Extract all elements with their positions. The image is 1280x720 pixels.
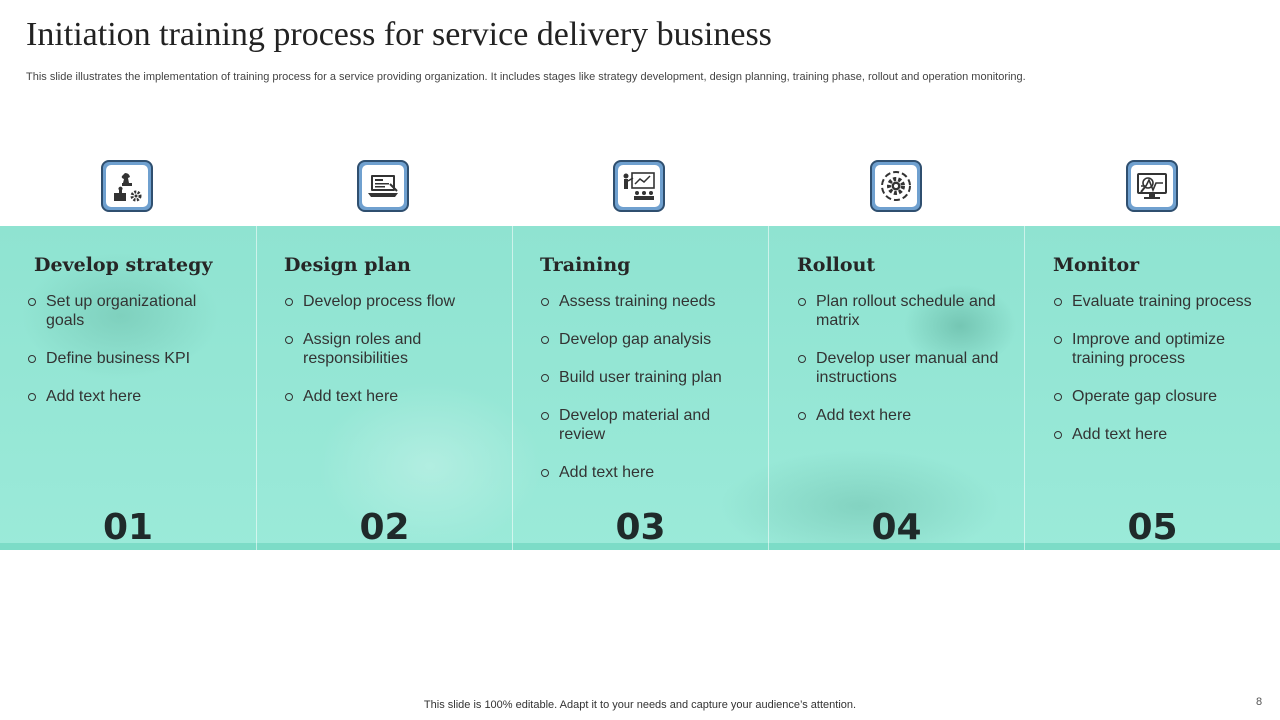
bullet-icon — [1054, 298, 1062, 306]
stage-column-4: Rollout Plan rollout schedule and matrix… — [768, 226, 1024, 550]
stage-number: 02 — [359, 507, 410, 548]
slide-subtitle: This slide illustrates the implementatio… — [26, 71, 1026, 83]
list-item: Build user training plan — [541, 368, 748, 387]
bullet-icon — [541, 412, 549, 420]
bullet-icon — [1054, 431, 1062, 439]
stage-list: Assess training needs Develop gap analys… — [541, 292, 748, 501]
list-item: Add text here — [28, 387, 236, 406]
stage-heading: Training — [540, 254, 631, 276]
band-bottom-strip — [0, 543, 1280, 550]
list-item: Add text here — [798, 406, 1004, 425]
bullet-icon — [285, 336, 293, 344]
stage-number: 01 — [102, 507, 154, 548]
stage-number: 03 — [615, 507, 666, 548]
page-number: 8 — [1256, 696, 1263, 708]
stage-list: Evaluate training process Improve and op… — [1054, 292, 1260, 463]
stage-list: Plan rollout schedule and matrix Develop… — [798, 292, 1004, 444]
list-item: Operate gap closure — [1054, 387, 1260, 406]
stage-list: Develop process flow Assign roles and re… — [285, 292, 492, 425]
bullet-icon — [1054, 336, 1062, 344]
stage-heading: Develop strategy — [34, 254, 213, 276]
bullet-icon — [285, 298, 293, 306]
gear-cycle-icon — [870, 160, 922, 212]
list-item: Improve and optimize training process — [1054, 330, 1260, 368]
bullet-icon — [798, 298, 806, 306]
monitor-analytics-icon — [1126, 160, 1178, 212]
list-item: Add text here — [285, 387, 492, 406]
stage-heading: Design plan — [284, 254, 411, 276]
bullet-icon — [541, 469, 549, 477]
stage-number: 04 — [871, 507, 922, 548]
stage-column-1: Develop strategy Set up organizational g… — [0, 226, 256, 550]
bullet-icon — [798, 412, 806, 420]
slide-title: Initiation training process for service … — [26, 16, 772, 53]
footer-note: This slide is 100% editable. Adapt it to… — [423, 699, 857, 711]
stage-number: 05 — [1127, 507, 1178, 548]
stages-band — [0, 226, 1280, 550]
bullet-icon — [285, 393, 293, 401]
bullet-icon — [541, 336, 549, 344]
stage-heading: Monitor — [1053, 254, 1140, 276]
list-item: Develop gap analysis — [541, 330, 748, 349]
presentation-training-icon — [613, 160, 665, 212]
strategy-chess-icon — [101, 160, 153, 212]
list-item: Assess training needs — [541, 292, 748, 311]
stage-heading: Rollout — [797, 254, 876, 276]
laptop-design-icon — [357, 160, 409, 212]
bullet-icon — [28, 298, 36, 306]
stage-column-5: Monitor Evaluate training process Improv… — [1024, 226, 1280, 550]
list-item: Develop material and review — [541, 406, 748, 444]
bullet-icon — [798, 355, 806, 363]
list-item: Evaluate training process — [1054, 292, 1260, 311]
bullet-icon — [28, 355, 36, 363]
stage-list: Set up organizational goals Define busin… — [28, 292, 236, 425]
list-item: Add text here — [1054, 425, 1260, 444]
stage-column-3: Training Assess training needs Develop g… — [512, 226, 768, 550]
list-item: Develop process flow — [285, 292, 492, 311]
list-item: Assign roles and responsibilities — [285, 330, 492, 368]
bullet-icon — [28, 393, 36, 401]
stage-column-2: Design plan Develop process flow Assign … — [256, 226, 512, 550]
list-item: Add text here — [541, 463, 748, 482]
list-item: Set up organizational goals — [28, 292, 236, 330]
bullet-icon — [1054, 393, 1062, 401]
list-item: Define business KPI — [28, 349, 236, 368]
list-item: Plan rollout schedule and matrix — [798, 292, 1004, 330]
list-item: Develop user manual and instructions — [798, 349, 1004, 387]
bullet-icon — [541, 374, 549, 382]
bullet-icon — [541, 298, 549, 306]
